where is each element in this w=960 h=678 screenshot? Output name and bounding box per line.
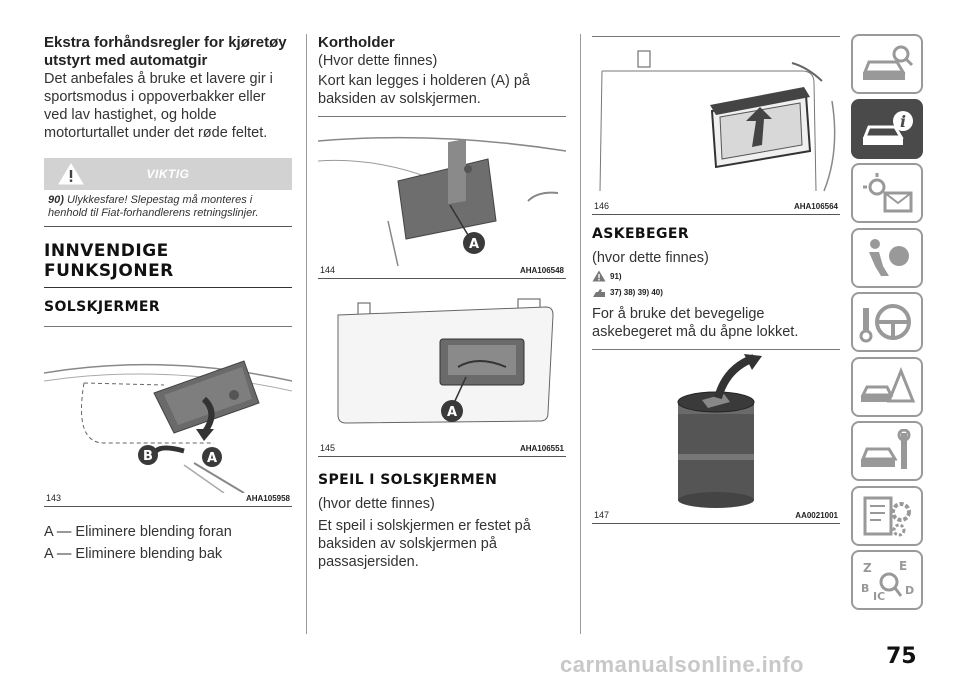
figure-top-rule [592, 349, 840, 350]
figure-top-rule [592, 36, 840, 37]
label-a: A [207, 451, 217, 466]
figure-code: AA0021001 [795, 511, 838, 520]
section-title-mirror: SPEIL I SOLSKJERMEN [318, 472, 498, 488]
card-holder-rear-illustration: A [337, 298, 554, 424]
svg-text:i: i [900, 112, 906, 131]
tab-index[interactable]: Z E B D IC [851, 550, 923, 610]
warning-text: 90) Ulykkesfare! Slepestag må monteres i… [44, 190, 292, 227]
figure-144: A 144 AHA106548 [318, 117, 566, 279]
section-rule [44, 287, 292, 288]
warning-title: VIKTIG [146, 167, 190, 181]
figure-top-rule [318, 116, 566, 117]
warning-reference: 91) [592, 269, 840, 283]
figure-number: 147 [594, 510, 610, 520]
figure-143: B A 143 AHA105958 [44, 327, 292, 507]
automatic-precautions-heading: Ekstra forhåndsregler for kjøretøy utsty… [44, 34, 287, 69]
availability-note: (hvor dette finnes) [592, 250, 709, 266]
ashtray-illustration [677, 354, 762, 508]
automatic-precautions-body: Det anbefales å bruke et lavere gir i sp… [44, 71, 273, 141]
svg-text:IC: IC [873, 590, 885, 602]
figure-146: 146 AHA106564 [592, 37, 840, 215]
tab-emergency[interactable] [851, 356, 923, 417]
figure-caption: 145 AHA106551 [320, 443, 564, 453]
car-service-wrench-icon [860, 429, 911, 469]
figure-number: 145 [320, 443, 336, 453]
warning-number: 90) [48, 194, 64, 206]
figure-caption: 147 AA0021001 [594, 510, 838, 520]
airbag-safety-icon [869, 238, 909, 276]
mirror-body: Et speil i solskjermen er festet på baks… [318, 518, 531, 570]
svg-text:D: D [905, 584, 914, 597]
tab-safety[interactable] [851, 227, 923, 288]
tab-car-info[interactable]: i [851, 98, 923, 159]
warning-triangle-icon [592, 270, 606, 282]
tab-maintenance[interactable] [851, 421, 923, 481]
figure-top-rule [44, 326, 292, 327]
visor-mirror-illustration [599, 50, 836, 192]
column-2: Kortholder (Hvor dette finnes) Kort kan … [318, 34, 566, 571]
figure-code: AHA106548 [519, 266, 564, 275]
tab-technical-data[interactable] [851, 485, 923, 546]
warning-light-message-icon [863, 173, 913, 213]
label-b: B [143, 449, 153, 464]
watermark: carmanualsonline.info [560, 652, 804, 677]
figure-number: 144 [320, 265, 336, 275]
sunvisor-illustration: B A [44, 360, 292, 493]
chapter-tab-sidebar: i [851, 34, 923, 615]
warning-content: Ulykkesfare! Slepestag må monteres i hen… [48, 194, 259, 219]
warning-ref-numbers: 91) [610, 271, 622, 281]
tab-warning-lights[interactable] [851, 163, 923, 223]
figure-caption: 146 AHA106564 [594, 201, 838, 211]
svg-text:B: B [861, 582, 869, 595]
column-3: 146 AHA106564 ASKEBEGER (hvor dette finn… [592, 34, 840, 524]
caution-reference: 37) 38) 39) 40) [592, 285, 840, 299]
caution-hand-icon [593, 289, 605, 297]
column-divider [306, 34, 307, 634]
figure-number: 143 [46, 493, 62, 503]
tab-starting-driving[interactable] [851, 292, 923, 352]
tab-car-info-search[interactable] [851, 34, 923, 94]
figure-caption: 143 AHA105958 [46, 493, 290, 503]
card-holder-heading: Kortholder [318, 34, 395, 51]
figure-code: AHA105958 [245, 494, 290, 503]
label-a: A [447, 405, 457, 420]
card-holder-body: Kort kan legges i holderen (A) på baksid… [318, 73, 530, 107]
page-number: 75 [886, 644, 917, 669]
subsection-title-sunvisors: SOLSKJERMER [44, 299, 161, 315]
svg-text:E: E [899, 559, 907, 573]
list-item: A — Eliminere blending bak [44, 546, 223, 562]
steering-key-icon [859, 304, 911, 343]
figure-caption: 144 AHA106548 [320, 265, 564, 275]
figure-code: AHA106551 [519, 444, 564, 453]
column-divider [580, 34, 581, 634]
availability-note: (Hvor dette finnes) [318, 53, 438, 69]
figure-code: AHA106564 [793, 202, 838, 211]
car-info-search-icon [862, 45, 914, 80]
availability-note: (hvor dette finnes) [318, 496, 435, 512]
caution-ref-numbers: 37) 38) 39) 40) [610, 287, 663, 297]
column-1: Ekstra forhåndsregler for kjøretøy utsty… [44, 34, 292, 563]
card-holder-illustration: A [318, 136, 566, 266]
section-title-ashtray: ASKEBEGER [592, 226, 689, 242]
list-item: A — Eliminere blending foran [44, 524, 232, 540]
warning-box: VIKTIG [44, 158, 292, 190]
breakdown-triangle-icon [860, 366, 915, 402]
alphabet-index-icon: Z E B D IC [861, 559, 914, 602]
warning-triangle-icon [58, 163, 84, 185]
figure-145: A 145 AHA106551 [318, 279, 566, 457]
specs-settings-icon [863, 496, 911, 536]
svg-text:Z: Z [863, 561, 872, 575]
ashtray-body: For å bruke det bevegelige askebegeret m… [592, 306, 799, 340]
car-info-icon: i [862, 110, 913, 145]
label-a: A [469, 237, 479, 252]
figure-number: 146 [594, 201, 610, 211]
section-title-interior: INNVENDIGE FUNKSJONER [44, 241, 174, 281]
figure-147: 147 AA0021001 [592, 350, 840, 524]
